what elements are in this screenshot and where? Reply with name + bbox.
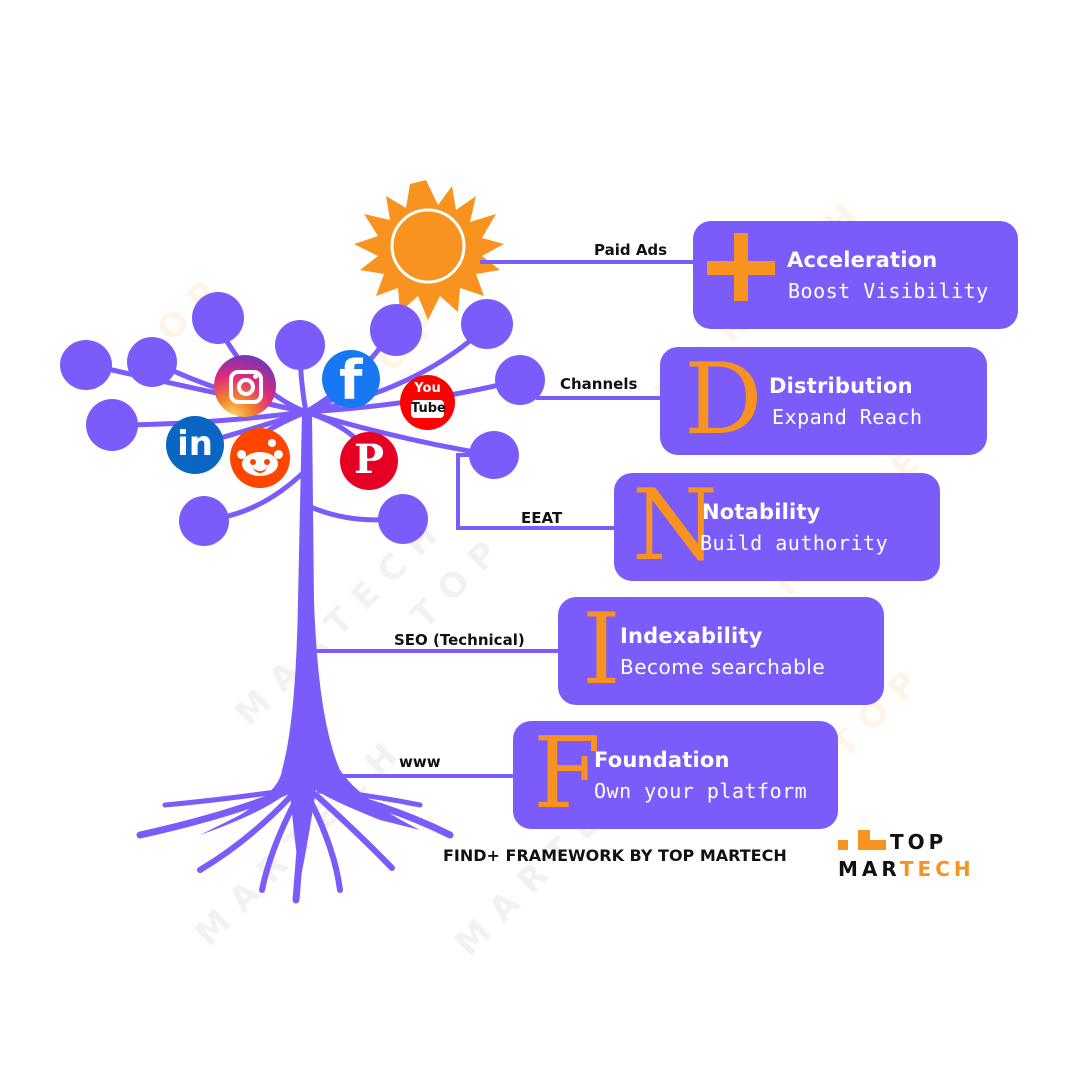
card-subtitle: Own your platform	[594, 779, 808, 803]
card-foundation: F Foundation Own your platform	[513, 721, 838, 829]
youtube-icon: You Tube	[400, 375, 455, 430]
card-title: Indexability	[620, 624, 763, 648]
logo-text-martech: MARTECH	[838, 857, 975, 881]
connector-label-eeat: EEAT	[521, 509, 563, 527]
connector-label-www: www	[399, 753, 441, 771]
connector-label-channels: Channels	[560, 375, 638, 393]
card-subtitle: Boost Visibility	[788, 279, 989, 303]
card-indexability: I Indexability Become searchable	[558, 597, 884, 705]
top-martech-logo: TOP MARTECH	[838, 830, 978, 882]
card-distribution: D Distribution Expand Reach	[660, 347, 987, 455]
card-notability: N Notability Build authority	[614, 473, 940, 581]
reddit-icon	[230, 428, 290, 488]
card-subtitle: Become searchable	[620, 655, 826, 679]
connector-label-seo: SEO (Technical)	[394, 631, 525, 649]
card-letter: F	[533, 717, 601, 831]
card-letter: I	[582, 593, 621, 707]
pinterest-icon: P	[340, 432, 398, 490]
plus-icon	[693, 221, 789, 317]
card-title: Foundation	[594, 748, 730, 772]
logo-text-top: TOP	[890, 830, 948, 854]
logo-mark-block	[858, 830, 870, 840]
card-acceleration: Acceleration Boost Visibility	[693, 221, 1018, 329]
card-letter: N	[632, 469, 718, 583]
logo-mark-block	[858, 840, 886, 850]
tree-leaves	[60, 292, 545, 546]
tree-roots	[136, 786, 454, 904]
connector-label-paid-ads: Paid Ads	[594, 241, 668, 259]
facebook-icon: f	[322, 350, 380, 408]
card-subtitle: Build authority	[700, 531, 889, 555]
card-title: Notability	[702, 500, 821, 524]
tree-trunk	[200, 412, 420, 880]
linkedin-icon: in	[166, 416, 224, 474]
logo-mark-block	[838, 840, 848, 850]
card-letter: D	[684, 343, 763, 457]
footer-caption: FIND+ FRAMEWORK BY TOP MARTECH	[443, 846, 787, 865]
sun-icon	[354, 180, 504, 320]
card-title: Distribution	[769, 374, 913, 398]
card-subtitle: Expand Reach	[772, 405, 923, 429]
instagram-icon	[214, 355, 276, 417]
card-title: Acceleration	[787, 248, 938, 272]
